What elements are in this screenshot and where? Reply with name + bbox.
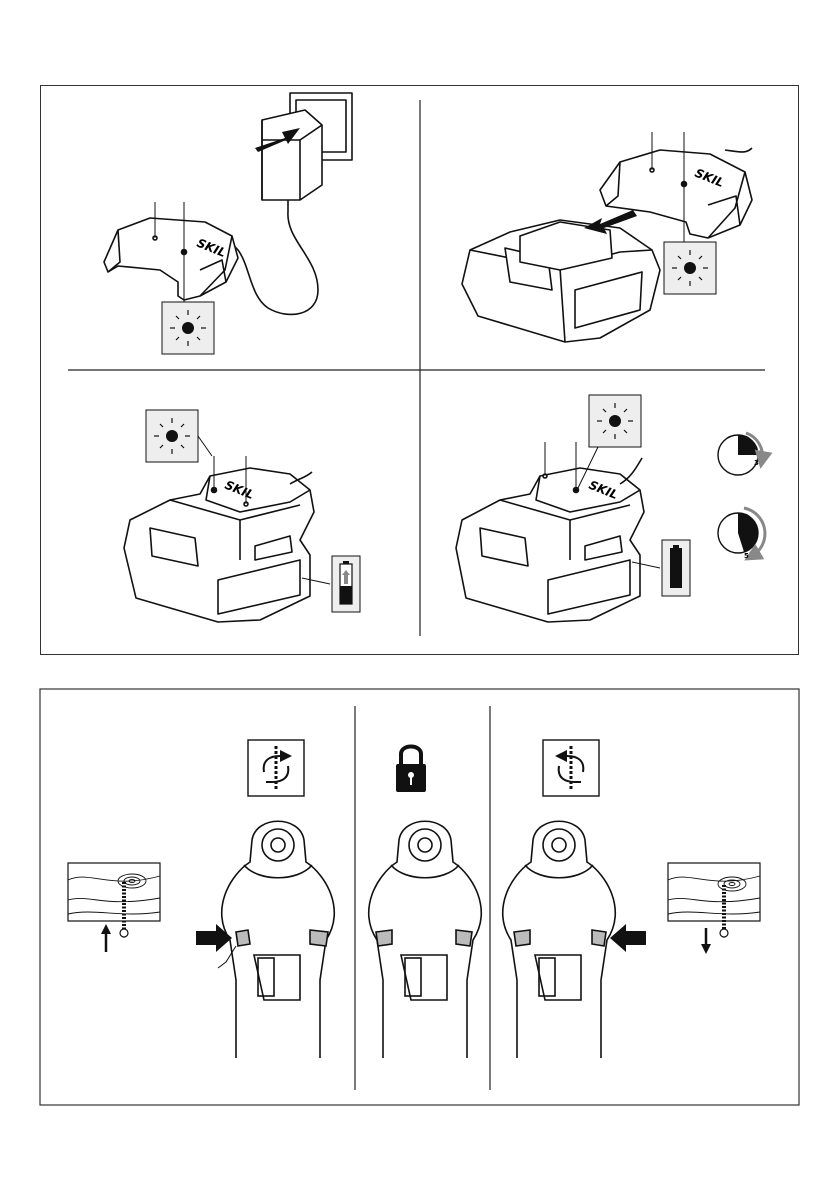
timer-large-label: 5: [744, 552, 749, 560]
push-switch-left-arrow: [610, 924, 646, 952]
timer-small-label: 3: [754, 459, 759, 467]
drill-reverse: [503, 821, 616, 1058]
timer-small-icon: [718, 433, 762, 475]
wood-screw-out-illustration: [668, 863, 760, 954]
rotation-counterclockwise-icon: [543, 740, 599, 796]
step-charging-in-progress: [124, 456, 314, 622]
led-callout-3: [146, 410, 212, 462]
step-plug-adapter: [104, 93, 352, 314]
step-insert-battery: [462, 132, 752, 342]
step-charging-complete: [456, 442, 644, 622]
wood-screw-in-illustration: [68, 863, 160, 952]
timer-large-icon: [718, 508, 765, 556]
drill-locked: [369, 821, 482, 1058]
rotation-clockwise-icon: [248, 740, 304, 796]
drill-forward: [222, 821, 335, 1058]
padlock-icon: [396, 747, 426, 793]
